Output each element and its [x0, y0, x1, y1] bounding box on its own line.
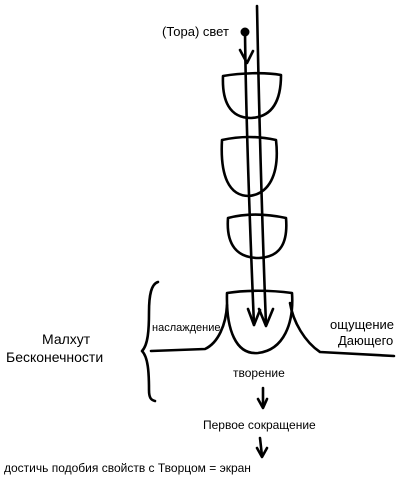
arrow-down-1-head: [256, 397, 269, 410]
label-creation: творение: [233, 366, 285, 380]
label-pleasure: наслаждение: [152, 322, 220, 334]
label-infinity: Бесконечности: [6, 349, 103, 365]
label-first-restriction: Первое сокращение: [203, 418, 316, 432]
arrowhead-right-bottom: [257, 307, 275, 328]
label-goal: достичь подобия свойств с Творцом = экра…: [4, 461, 251, 475]
label-torah-light: (Тора) свет: [162, 24, 229, 39]
feeling-line: [288, 301, 396, 358]
arrowhead-left-bottom: [246, 307, 262, 327]
vessel-2: [220, 135, 279, 198]
arrow-down-2-head: [255, 446, 269, 459]
label-feeling: ощущение: [330, 317, 394, 332]
vessel-1: [221, 71, 283, 120]
vessel-3: [226, 213, 288, 260]
light-ray-left: [243, 30, 256, 327]
light-ray-right: [255, 4, 268, 327]
label-malchut: Малхут: [42, 331, 91, 347]
vessel-malchut: [225, 289, 294, 355]
arrow-down-2: [258, 436, 264, 458]
pleasure-line: [149, 303, 229, 353]
arrowhead-upper: [238, 48, 255, 65]
light-source-dot: [240, 27, 250, 37]
curly-brace: [140, 280, 160, 403]
label-giver: Дающего: [338, 333, 393, 348]
